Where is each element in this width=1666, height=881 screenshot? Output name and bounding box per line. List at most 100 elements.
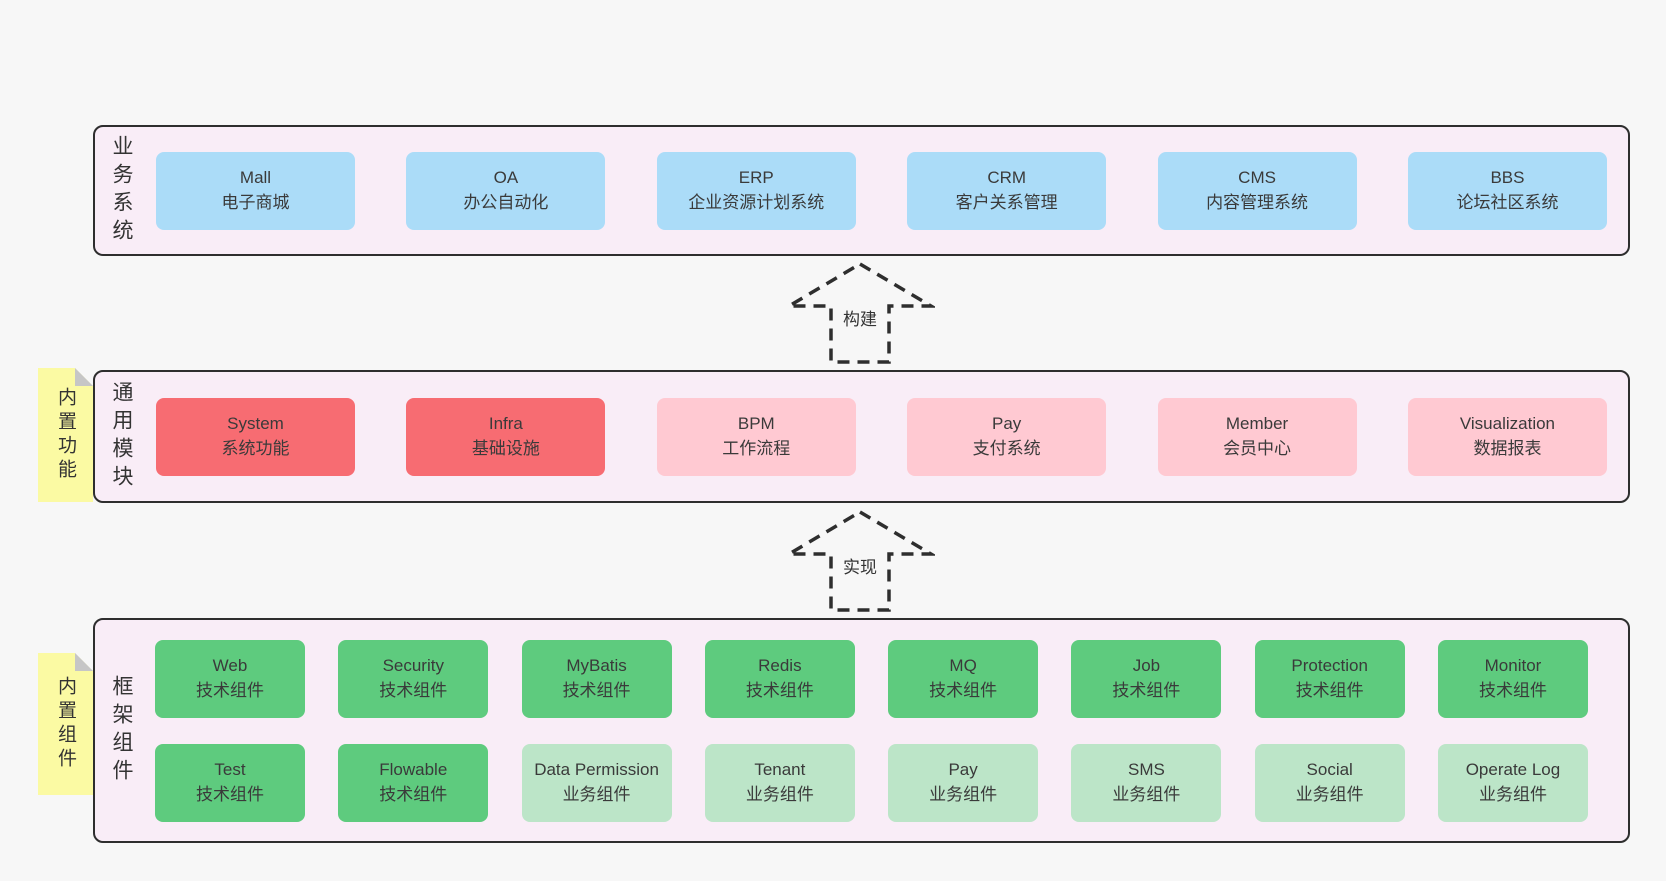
node-title: Tenant (754, 760, 806, 780)
node-system: System 系统功能 (156, 397, 355, 476)
node-title: BPM (737, 414, 775, 434)
node-subtitle: 业务组件 (562, 784, 631, 804)
node-mq: MQ 技术组件 (888, 639, 1039, 718)
node-subtitle: 技术组件 (562, 680, 631, 700)
node-title: Operate Log (1465, 760, 1561, 780)
node-mall: Mall 电子商城 (156, 151, 355, 230)
node-flowable: Flowable 技术组件 (338, 743, 489, 822)
node-subtitle: 企业资源计划系统 (688, 192, 825, 212)
note-built-in-features: 内置功能 (38, 368, 93, 502)
node-subtitle: 论坛社区系统 (1456, 192, 1559, 212)
node-title: Job (1132, 656, 1161, 676)
node-title: Pay (948, 760, 978, 780)
node-job: Job 技术组件 (1071, 639, 1222, 718)
arrow-implement: 实现 (785, 508, 935, 613)
node-title: Infra (488, 414, 523, 434)
node-subtitle: 工作流程 (722, 438, 791, 458)
note-fold-flap-icon (75, 368, 93, 386)
framework-components-boxes: Web 技术组件 Security 技术组件 MyBatis 技术组件 Redi… (155, 620, 1588, 841)
node-title: SMS (1127, 760, 1165, 780)
node-subtitle: 会员中心 (1223, 438, 1292, 458)
node-subtitle: 业务组件 (745, 784, 814, 804)
node-title: CMS (1238, 168, 1276, 188)
note-built-in-components: 内置组件 (38, 653, 93, 795)
node-subtitle: 技术组件 (379, 784, 448, 804)
node-title: Monitor (1484, 656, 1542, 676)
arrow-build: 构建 (785, 260, 935, 365)
node-title: MQ (949, 656, 977, 676)
node-subtitle: 内容管理系统 (1206, 192, 1309, 212)
node-subtitle: 系统功能 (221, 438, 290, 458)
node-security: Security 技术组件 (338, 639, 489, 718)
note-built-in-components-label: 内置组件 (55, 676, 76, 772)
node-title: ERP (738, 168, 774, 188)
framework-row-2: Test 技术组件 Flowable 技术组件 Data Permission … (155, 743, 1588, 822)
node-pay-module: Pay 支付系统 (907, 397, 1107, 476)
node-subtitle: 客户关系管理 (955, 192, 1058, 212)
up-arrow-dashed-icon (785, 261, 935, 364)
node-subtitle: 办公自动化 (463, 192, 549, 212)
node-subtitle: 业务组件 (1478, 784, 1547, 804)
node-infra: Infra 基础设施 (406, 397, 606, 476)
common-modules-boxes: System 系统功能 Infra 基础设施 BPM 工作流程 Pay 支付系统… (156, 372, 1607, 501)
node-subtitle: 业务组件 (1112, 784, 1181, 804)
node-title: MyBatis (566, 656, 627, 676)
node-subtitle: 技术组件 (1112, 680, 1181, 700)
node-title: Test (214, 760, 246, 780)
node-cms: CMS 内容管理系统 (1157, 151, 1357, 230)
node-visualization: Visualization 数据报表 (1407, 397, 1607, 476)
node-web: Web 技术组件 (155, 639, 305, 718)
node-subtitle: 支付系统 (972, 438, 1041, 458)
node-subtitle: 业务组件 (929, 784, 998, 804)
node-sms: SMS 业务组件 (1071, 743, 1222, 822)
node-bbs: BBS 论坛社区系统 (1407, 151, 1607, 230)
framework-row-1: Web 技术组件 Security 技术组件 MyBatis 技术组件 Redi… (155, 639, 1588, 718)
node-redis: Redis 技术组件 (704, 639, 855, 718)
node-bpm: BPM 工作流程 (656, 397, 856, 476)
node-title: System (227, 414, 284, 434)
band-common-modules: 通用模块 System 系统功能 Infra 基础设施 BPM 工作流程 Pay… (93, 370, 1630, 503)
node-subtitle: 基础设施 (471, 438, 540, 458)
node-title: Web (212, 656, 248, 676)
node-title: BBS (1490, 168, 1525, 188)
band-framework-components-label: 框架组件 (110, 674, 133, 787)
node-title: Mall (239, 168, 272, 188)
node-monitor: Monitor 技术组件 (1437, 639, 1588, 718)
node-title: Social (1306, 760, 1353, 780)
node-subtitle: 技术组件 (1295, 680, 1364, 700)
band-common-modules-label: 通用模块 (110, 380, 133, 493)
node-mybatis: MyBatis 技术组件 (521, 639, 672, 718)
node-title: Pay (992, 414, 1022, 434)
node-subtitle: 技术组件 (196, 784, 264, 804)
up-arrow-dashed-icon (785, 509, 935, 612)
node-subtitle: 技术组件 (745, 680, 814, 700)
node-operate-log: Operate Log 业务组件 (1437, 743, 1588, 822)
node-subtitle: 技术组件 (1478, 680, 1547, 700)
node-pay-component: Pay 业务组件 (888, 743, 1039, 822)
node-title: OA (493, 168, 519, 188)
node-subtitle: 技术组件 (196, 680, 264, 700)
node-subtitle: 业务组件 (1295, 784, 1364, 804)
node-title: Security (382, 656, 444, 676)
node-subtitle: 电子商城 (221, 192, 290, 212)
node-data-permission: Data Permission 业务组件 (521, 743, 672, 822)
node-subtitle: 技术组件 (929, 680, 998, 700)
note-fold-flap-icon (75, 653, 93, 671)
node-erp: ERP 企业资源计划系统 (656, 151, 856, 230)
node-title: Redis (758, 656, 802, 676)
node-oa: OA 办公自动化 (406, 151, 606, 230)
node-title: Member (1225, 414, 1289, 434)
arrow-build-label: 构建 (839, 304, 881, 331)
band-business-systems-label: 业务系统 (110, 134, 133, 247)
node-tenant: Tenant 业务组件 (704, 743, 855, 822)
band-business-systems: 业务系统 Mall 电子商城 OA 办公自动化 ERP 企业资源计划系统 CRM… (93, 125, 1630, 256)
node-title: Visualization (1459, 414, 1556, 434)
band-framework-components: 框架组件 Web 技术组件 Security 技术组件 MyBatis 技术组件… (93, 618, 1630, 843)
node-title: Data Permission (534, 760, 659, 780)
node-crm: CRM 客户关系管理 (907, 151, 1107, 230)
business-systems-boxes: Mall 电子商城 OA 办公自动化 ERP 企业资源计划系统 CRM 客户关系… (156, 127, 1607, 254)
node-member: Member 会员中心 (1157, 397, 1357, 476)
node-subtitle: 技术组件 (379, 680, 448, 700)
node-title: Protection (1291, 656, 1368, 676)
